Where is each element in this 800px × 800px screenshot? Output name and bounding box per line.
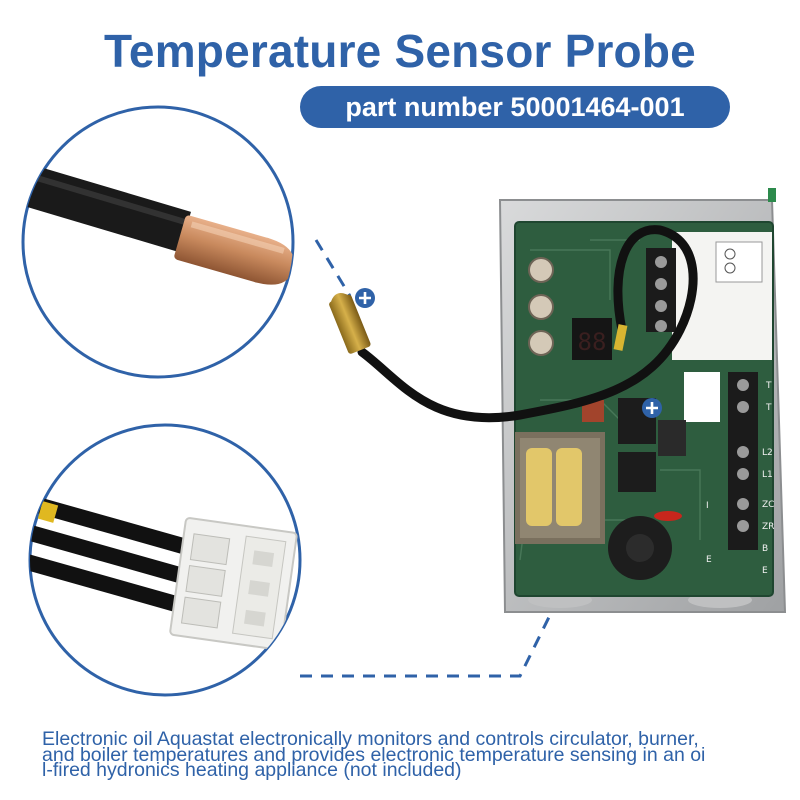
terminal-label: E <box>762 566 768 576</box>
plus-marker-icon <box>642 398 662 418</box>
terminal-label: ZR <box>762 522 774 532</box>
control-board: 88 <box>498 188 787 613</box>
terminal-label: B <box>762 544 768 554</box>
callout-lines <box>300 239 652 678</box>
terminal-label: E <box>706 555 712 565</box>
page-title: Temperature Sensor Probe <box>104 25 696 77</box>
terminal-label: I <box>706 501 709 511</box>
product-description: Electronic oil Aquastat electronically m… <box>42 728 706 781</box>
terminal-label: T <box>765 381 772 391</box>
plus-marker-icon <box>355 288 375 308</box>
probe-closeup-circle <box>21 105 295 379</box>
connector-closeup-circle <box>28 423 302 697</box>
terminal-label: L2 <box>762 448 773 458</box>
sensor-cable <box>329 225 698 423</box>
terminal-label: ZC <box>762 500 774 510</box>
terminal-label: L1 <box>762 470 773 480</box>
seven-segment-display: 88 <box>578 328 607 356</box>
terminal-label: T <box>765 403 772 413</box>
part-number-badge: part number 50001464-001 <box>300 86 730 128</box>
